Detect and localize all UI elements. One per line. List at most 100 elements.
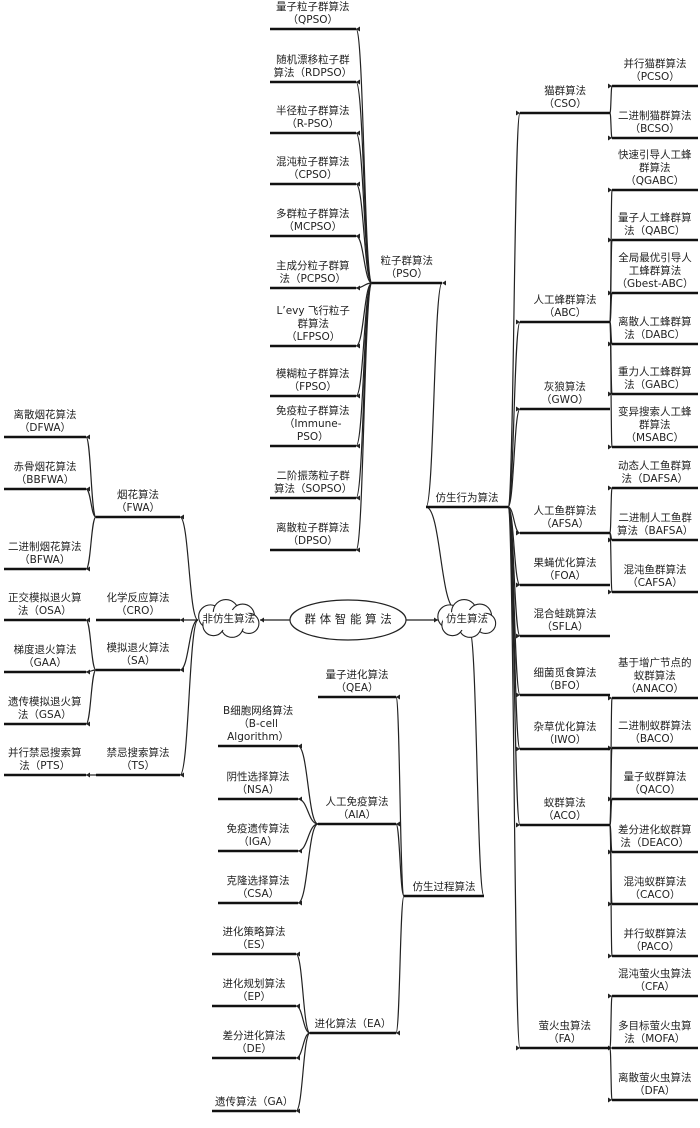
arrow-gaa xyxy=(86,669,90,675)
node-cpso: 混沌粒子群算法（CPSO） xyxy=(276,156,350,182)
node-ipso-text: （Immune- xyxy=(283,418,342,430)
arrow-gbabc xyxy=(608,290,612,296)
node-sa: 模拟退火算法（SA） xyxy=(107,642,170,668)
arrow-aia xyxy=(396,821,400,827)
node-nsa-text: 阴性选择算法 xyxy=(226,771,290,783)
node-sopso: 二阶振荡粒子群算法（SOPSO） xyxy=(274,470,352,496)
node-ea-text: 进化算法（EA） xyxy=(314,1018,392,1030)
node-gbabc: 全局最优引导人工蜂群算法（Gbest-ABC） xyxy=(617,252,694,291)
node-mofa: 多目标萤火虫算法（MOFA） xyxy=(618,1020,692,1046)
node-pts-text: 法（PTS） xyxy=(19,760,71,772)
arrow-ga xyxy=(296,1108,300,1114)
arrow-fpso xyxy=(356,393,360,399)
node-dabc: 离散人工蜂群算法（DABC） xyxy=(618,316,692,342)
node-sa-text: 模拟退火算法 xyxy=(106,642,170,654)
link-non-sa xyxy=(179,619,199,671)
link-fa-cfa xyxy=(609,995,613,1049)
node-cpso-text: 混沌粒子群算法 xyxy=(276,156,350,168)
node-cso-text: （CSO） xyxy=(543,98,587,110)
node-aco-text: （ACO） xyxy=(543,810,587,822)
node-fa-text: 萤火虫算法 xyxy=(538,1020,592,1032)
node-gabc-text: 法（GABC） xyxy=(624,379,686,391)
arrow-gabc xyxy=(608,391,612,397)
node-csa-text: 克隆选择算法 xyxy=(226,875,290,887)
node-ep-text: 进化规划算法 xyxy=(222,978,286,990)
node-qea-text: 量子进化算法 xyxy=(325,669,389,681)
node-cafsa-text: （CAFSA） xyxy=(627,577,683,589)
link-pso-rdpso xyxy=(355,81,373,284)
node-csa-text: （CSA） xyxy=(236,888,280,900)
node-fpso-text: （FPSO） xyxy=(288,381,337,393)
node-dfa: 离散萤火虫算法（DFA） xyxy=(618,1072,692,1098)
node-mofa-text: 法（MOFA） xyxy=(624,1033,686,1045)
node-fpso: 模糊粒子群算法（FPSO） xyxy=(276,368,350,394)
node-bafsa: 二进制人工鱼群算法（BAFSA） xyxy=(617,512,693,538)
node-pcpso-text: 法（PCPSO） xyxy=(279,273,346,285)
node-msabc-text: 群算法 xyxy=(639,419,671,431)
node-bcso-text: 二进制猫群算法 xyxy=(618,110,692,122)
link-aia-csa xyxy=(297,823,319,904)
node-rpso-text: 半径粒子群算法 xyxy=(276,105,350,117)
link-behavior-abc xyxy=(507,321,521,508)
link-afsa-cafsa xyxy=(609,532,613,593)
node-rpso: 半径粒子群算法（R-PSO） xyxy=(276,105,350,131)
link-ea-es xyxy=(295,953,311,1034)
link-cso-pcso xyxy=(609,85,613,114)
node-bbfwa: 赤骨烟花算法（BBFWA） xyxy=(14,461,77,487)
node-dafsa-text: 法（DAFSA） xyxy=(621,473,688,485)
node-anaco: 基于增广节点的蚁群算法（ANACO） xyxy=(618,657,692,696)
node-baco: 二进制蚁群算法（BACO） xyxy=(618,720,692,746)
node-process: 仿生过程算法 xyxy=(413,881,476,894)
arrow-bio xyxy=(434,617,438,623)
arrow-gsa xyxy=(86,721,90,727)
node-aco-text: 蚁群算法 xyxy=(543,797,586,809)
node-foa: 果蝇优化算法（FOA） xyxy=(534,557,597,583)
node-afsa: 人工鱼群算法（AFSA） xyxy=(534,505,597,531)
arrow-es xyxy=(296,951,300,957)
node-gabc: 重力人工蜂群算法（GABC） xyxy=(618,366,692,392)
link-non-ts xyxy=(179,619,199,776)
node-cfa-text: 混沌萤火虫算法 xyxy=(618,968,692,980)
node-cafsa: 混沌鱼群算法（CAFSA） xyxy=(624,564,687,590)
link-behavior-fa xyxy=(507,506,521,1049)
link-aia-bcell xyxy=(297,745,319,825)
node-qgabc-text: （QGABC） xyxy=(625,175,685,187)
arrow-pts xyxy=(86,772,90,778)
arrow-aco xyxy=(516,822,520,828)
node-bio-behavior: 仿生算法 xyxy=(446,613,488,625)
arrow-bfo xyxy=(516,692,520,698)
arrow-dfwa xyxy=(86,434,90,440)
node-deaco-text: 法（DEACO） xyxy=(620,837,690,849)
arrow-fa xyxy=(516,1045,520,1051)
node-sa-text: （SA） xyxy=(120,655,156,667)
node-bfo-text: （BFO） xyxy=(543,680,587,692)
link-pso-qpso xyxy=(355,28,373,284)
arrow-dpso xyxy=(356,547,360,553)
arrow-foa xyxy=(516,582,520,588)
link-fa-dfa xyxy=(609,1047,613,1101)
node-cfa-text: （CFA） xyxy=(634,981,676,993)
arrow-rpso xyxy=(356,130,360,136)
arrow-dfa xyxy=(608,1097,612,1103)
node-ipso-text: PSO） xyxy=(296,431,329,443)
node-gbabc-text: （Gbest-ABC） xyxy=(616,278,694,290)
link-bio-process xyxy=(469,632,485,897)
node-afsa-text: 人工鱼群算法 xyxy=(533,505,597,517)
node-lfpso-text: 群算法 xyxy=(297,318,329,330)
node-caco-text: （CACO） xyxy=(629,889,681,901)
node-bcell-text: Algorithm） xyxy=(227,731,290,743)
node-qgabc-text: 群算法 xyxy=(639,162,671,174)
link-non-fwa xyxy=(179,516,199,621)
node-pcpso-text: 主成分粒子群算 xyxy=(276,260,350,272)
arrow-cafsa xyxy=(608,589,612,595)
arrow-cso xyxy=(516,110,520,116)
node-csa: 克隆选择算法（CSA） xyxy=(227,875,290,901)
node-abc-text: （ABC） xyxy=(543,307,587,319)
node-pts-text: 并行禁忌搜索算 xyxy=(8,747,82,759)
node-qgabc: 快速引导人工蜂群算法（QGABC） xyxy=(618,149,692,188)
node-dafsa-text: 动态人工鱼群算 xyxy=(618,460,692,472)
arrow-cpso xyxy=(356,181,360,187)
node-qaco: 量子蚁群算法（QACO） xyxy=(624,771,687,797)
root-title: 群 体 智 能 算 法 xyxy=(304,612,392,626)
node-iwo-text: （IWO） xyxy=(543,734,587,746)
